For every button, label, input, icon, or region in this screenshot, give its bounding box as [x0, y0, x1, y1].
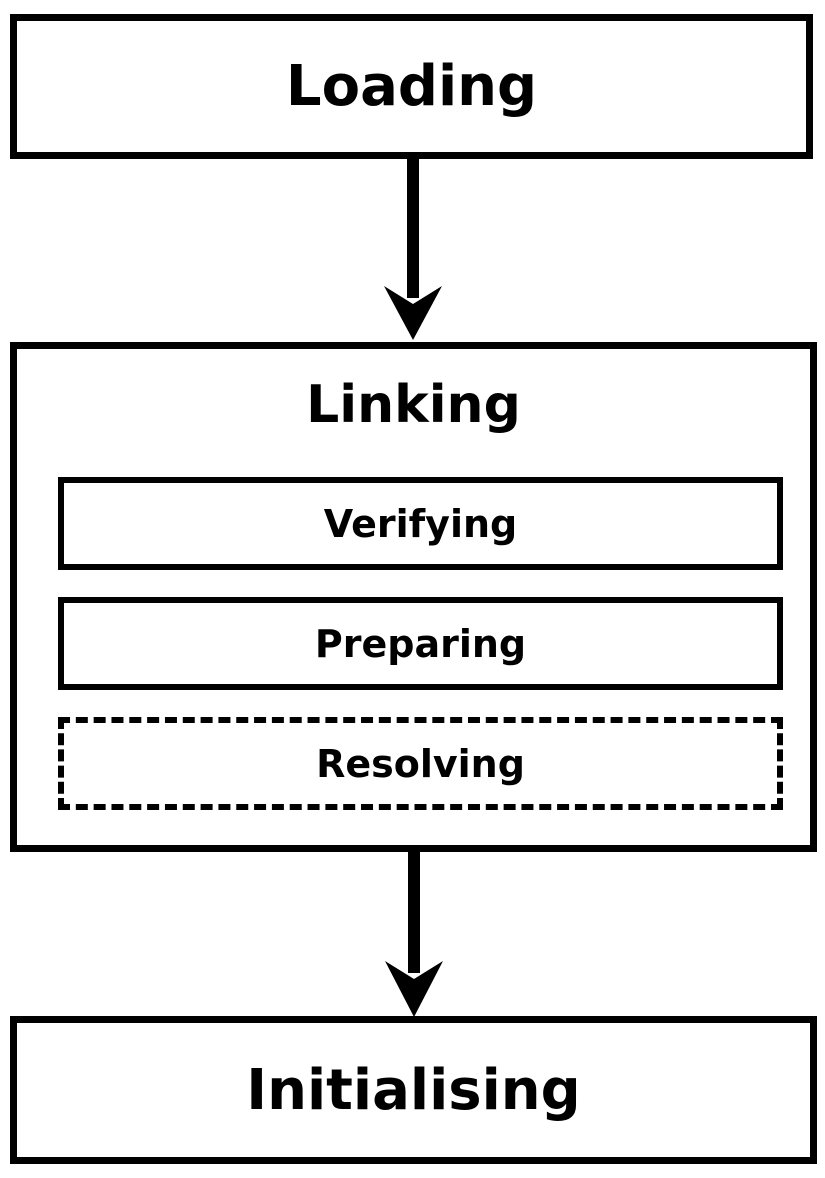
preparing-step-label: Preparing [314, 621, 527, 666]
initialising-stage-label: Initialising [246, 1057, 581, 1123]
resolving-step-label: Resolving [316, 741, 525, 786]
loading-stage-box: Loading [10, 14, 813, 159]
initialising-stage-box: Initialising [10, 1016, 817, 1164]
arrow-head [385, 961, 443, 1017]
resolving-step-box: Resolving [58, 717, 783, 810]
loading-stage-label: Loading [285, 54, 538, 119]
arrow-head [384, 286, 442, 340]
arrow-loading-to-linking [384, 158, 442, 340]
verifying-step-label: Verifying [323, 501, 518, 546]
linking-stage-label: Linking [306, 375, 521, 435]
linking-stage-box: Linking Verifying Preparing Resolving [10, 342, 817, 852]
verifying-step-box: Verifying [58, 477, 783, 570]
preparing-step-box: Preparing [58, 597, 783, 690]
arrow-linking-to-initialising [385, 851, 443, 1017]
